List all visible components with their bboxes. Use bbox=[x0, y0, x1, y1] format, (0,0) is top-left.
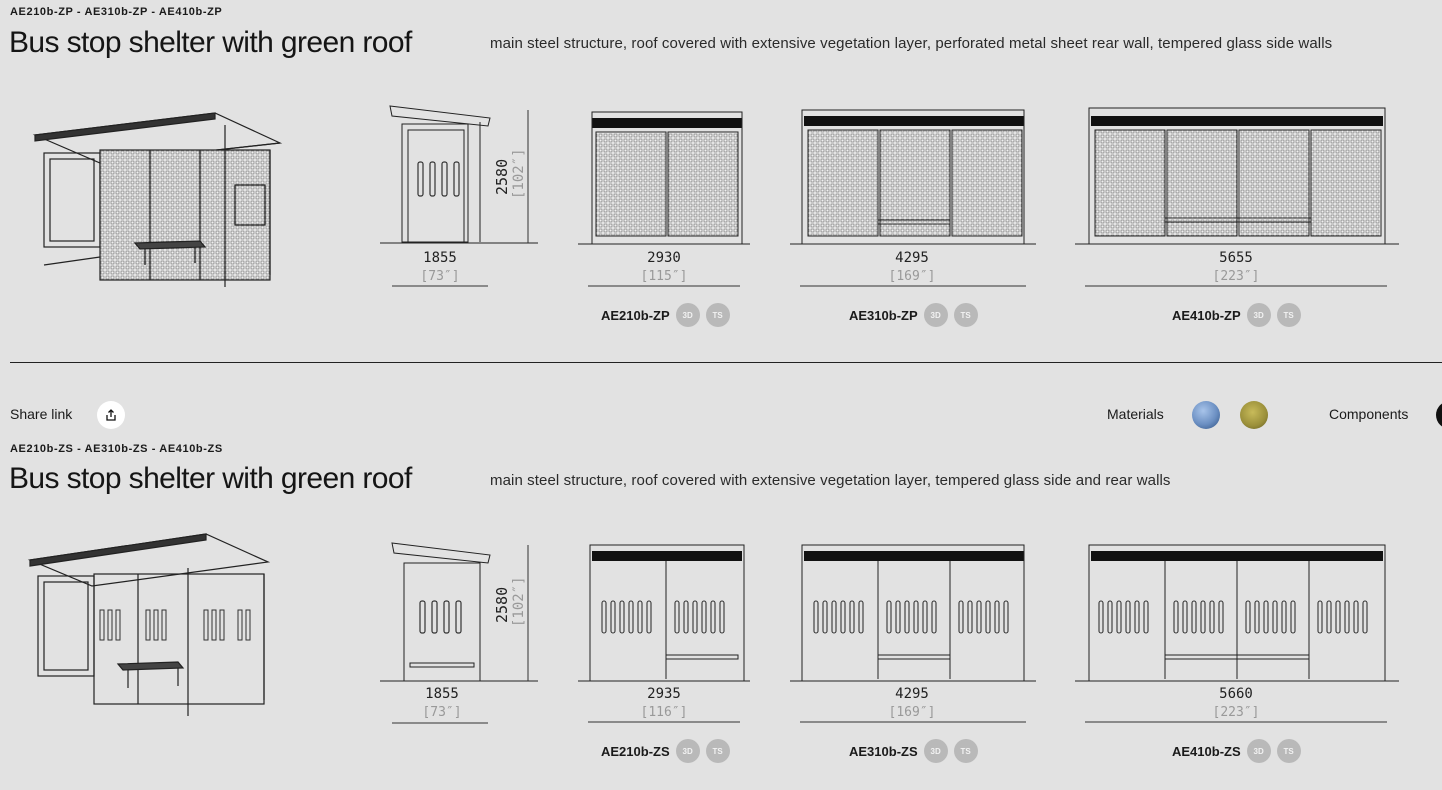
width-in: [116″] bbox=[640, 705, 688, 720]
side-view-drawing bbox=[380, 542, 538, 724]
model-row: AE210b-ZP 3D TS bbox=[601, 303, 730, 327]
side-view-drawing bbox=[380, 105, 538, 287]
model-row: AE310b-ZS 3D TS bbox=[849, 739, 978, 763]
width-in: [73″] bbox=[422, 705, 462, 720]
technical-sheet-button[interactable]: TS bbox=[953, 739, 978, 763]
front-view-drawing bbox=[578, 544, 750, 723]
model-row: AE410b-ZS 3D TS bbox=[1172, 739, 1301, 763]
width-mm: 1855 bbox=[423, 250, 457, 266]
width-mm: 5655 bbox=[1219, 250, 1253, 266]
product-codes: AE210b-ZP - AE310b-ZP - AE410b-ZP bbox=[10, 6, 223, 18]
width-mm: 1855 bbox=[425, 686, 459, 702]
shelter-perspective-drawing bbox=[27, 533, 271, 716]
3d-model-button[interactable]: 3D bbox=[675, 303, 700, 327]
height-in: [102″] bbox=[511, 576, 527, 627]
height-in: [102″] bbox=[511, 148, 527, 199]
front-view-drawing bbox=[578, 111, 750, 287]
product-codes: AE210b-ZS - AE310b-ZS - AE410b-ZS bbox=[10, 443, 223, 455]
model-row: AE410b-ZP 3D TS bbox=[1172, 303, 1301, 327]
model-code: AE410b-ZP bbox=[1172, 307, 1241, 323]
product-title: Bus stop shelter with green roof bbox=[9, 462, 412, 495]
front-view-drawing bbox=[790, 109, 1036, 287]
share-button[interactable] bbox=[97, 401, 125, 429]
technical-sheet-button[interactable]: TS bbox=[953, 303, 978, 327]
width-mm: 4295 bbox=[895, 250, 929, 266]
model-row: AE210b-ZS 3D TS bbox=[601, 739, 730, 763]
technical-sheet-button[interactable]: TS bbox=[705, 739, 730, 763]
model-code: AE310b-ZP bbox=[849, 307, 918, 323]
product-title: Bus stop shelter with green roof bbox=[9, 26, 412, 59]
front-view-drawing bbox=[790, 544, 1036, 723]
width-in: [115″] bbox=[640, 269, 688, 284]
width-in: [223″] bbox=[1212, 705, 1260, 720]
width-in: [169″] bbox=[888, 705, 936, 720]
height-mm: 2580 bbox=[493, 586, 511, 623]
width-mm: 5660 bbox=[1219, 686, 1253, 702]
component-swatch[interactable] bbox=[1436, 401, 1442, 429]
model-code: AE310b-ZS bbox=[849, 743, 918, 759]
shelter-perspective-drawing bbox=[32, 112, 283, 287]
3d-model-button[interactable]: 3D bbox=[675, 739, 700, 763]
components-label: Components bbox=[1329, 406, 1409, 422]
model-code: AE410b-ZS bbox=[1172, 743, 1241, 759]
3d-model-button[interactable]: 3D bbox=[923, 739, 948, 763]
steel-glass-material-swatch[interactable] bbox=[1192, 401, 1220, 429]
model-code: AE210b-ZP bbox=[601, 307, 670, 323]
product-description: main steel structure, roof covered with … bbox=[490, 35, 1333, 52]
share-icon bbox=[106, 409, 116, 421]
3d-model-button[interactable]: 3D bbox=[923, 303, 948, 327]
width-in: [73″] bbox=[420, 269, 460, 284]
3d-model-button[interactable]: 3D bbox=[1246, 739, 1271, 763]
front-view-drawing bbox=[1075, 107, 1399, 287]
product-description: main steel structure, roof covered with … bbox=[490, 472, 1171, 489]
height-mm: 2580 bbox=[493, 158, 511, 195]
vegetation-material-swatch[interactable] bbox=[1240, 401, 1268, 429]
share-link-label[interactable]: Share link bbox=[10, 406, 73, 422]
width-in: [169″] bbox=[888, 269, 936, 284]
technical-sheet-button[interactable]: TS bbox=[1276, 303, 1301, 327]
materials-label: Materials bbox=[1107, 406, 1164, 422]
technical-sheet-button[interactable]: TS bbox=[705, 303, 730, 327]
width-mm: 4295 bbox=[895, 686, 929, 702]
width-mm: 2930 bbox=[647, 250, 681, 266]
width-in: [223″] bbox=[1212, 269, 1260, 284]
section-divider bbox=[10, 362, 1442, 363]
width-mm: 2935 bbox=[647, 686, 681, 702]
technical-sheet-button[interactable]: TS bbox=[1276, 739, 1301, 763]
3d-model-button[interactable]: 3D bbox=[1246, 303, 1271, 327]
model-row: AE310b-ZP 3D TS bbox=[849, 303, 978, 327]
front-view-drawing bbox=[1075, 544, 1399, 723]
model-code: AE210b-ZS bbox=[601, 743, 670, 759]
